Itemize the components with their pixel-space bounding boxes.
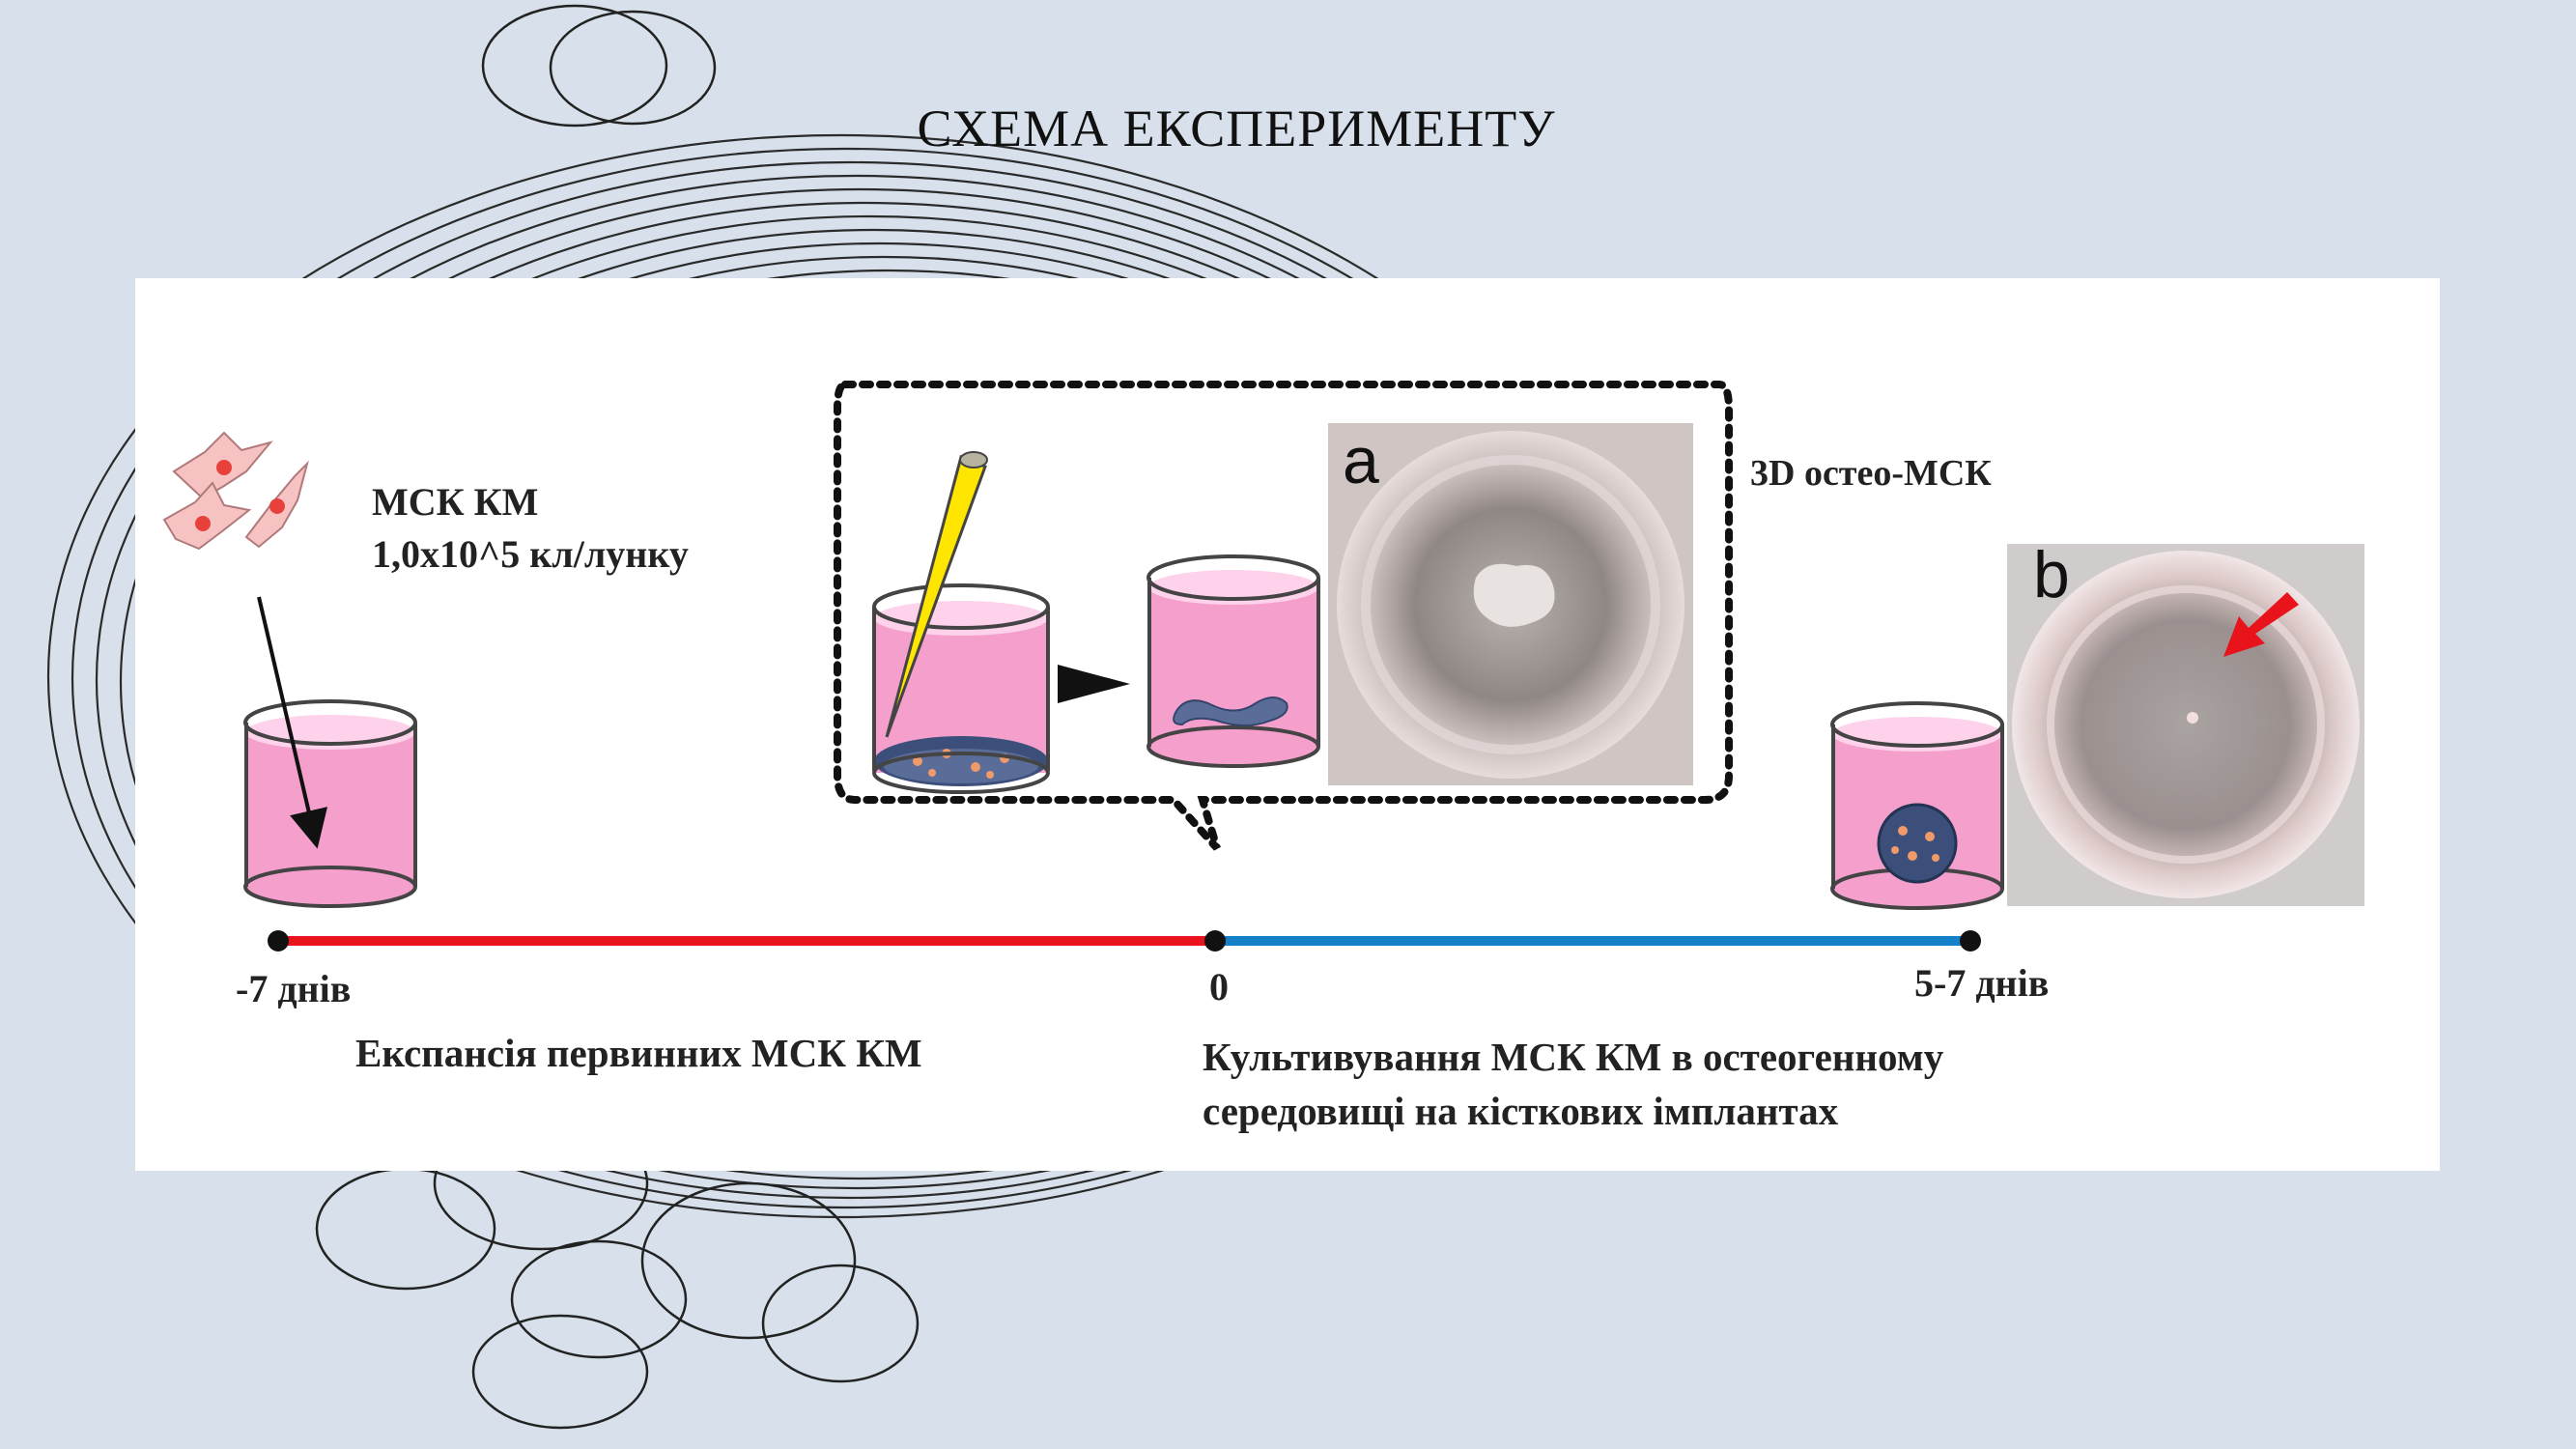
timeline-middle-dot [1204,930,1226,952]
arrow-right [1058,665,1130,703]
cells-label-line2: 1,0х10^5 кл/лунку [372,532,689,576]
cell-icons [162,431,309,551]
scheme-drawing [162,381,2364,952]
phase-culture-label: Культивування МСК КМ в остеогенному сере… [1203,1030,1943,1138]
photo-b-letter: b [2033,538,2070,611]
phase-expansion-label: Експансія первинних МСК КМ [355,1031,922,1075]
beaker-scaffold [1146,554,1320,768]
experiment-scheme-panel: МСК КМ 1,0х10^5 кл/лунку 3D остео-МСК a … [135,278,2440,1171]
callout-outline [834,381,1733,851]
phase-culture-line1: Культивування МСК КМ в остеогенному [1203,1035,1944,1079]
timeline-middle-label: 0 [1209,965,1229,1009]
cells-label-line1: МСК КМ [372,480,539,524]
timeline-end-dot [1960,930,1981,952]
photo-a [1328,423,1693,785]
cells-label: МСК КМ 1,0х10^5 кл/лунку [372,476,689,581]
timeline-start-label: -7 днів [236,967,352,1010]
timeline-end-label: 5-7 днів [1914,961,2050,1005]
phase-culture-line2: середовищі на кісткових імплантах [1203,1089,1839,1133]
photo-b [2007,544,2364,906]
timeline-start-dot [268,930,289,952]
page-title: СХЕМА ЕКСПЕРИМЕНТУ [917,99,1556,157]
osteo-label: 3D остео-МСК [1750,453,1992,494]
beaker-start [243,699,417,908]
beaker-final [1830,701,2004,910]
photo-a-letter: a [1343,424,1379,497]
